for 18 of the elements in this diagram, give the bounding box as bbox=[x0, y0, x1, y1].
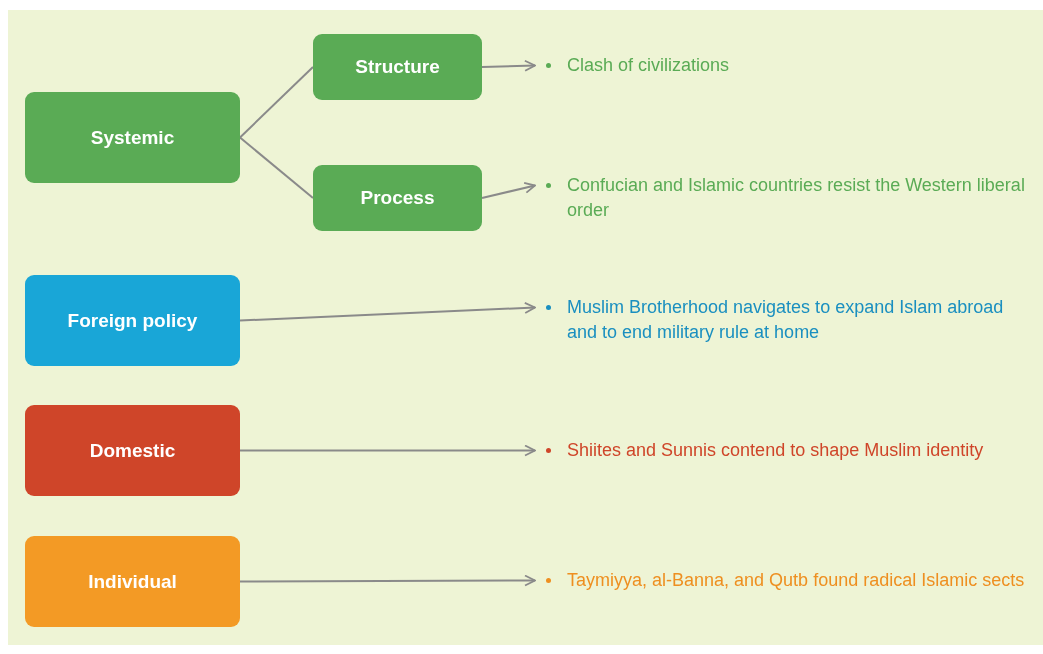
arrow bbox=[239, 302, 536, 322]
arrow bbox=[481, 182, 536, 199]
arrow bbox=[239, 574, 536, 587]
category-box: Systemic bbox=[25, 92, 240, 183]
category-box: Foreign policy bbox=[25, 275, 240, 366]
connector-line bbox=[239, 136, 314, 199]
item-text: Shiites and Sunnis contend to shape Muslim identity bbox=[567, 439, 984, 462]
item-text: Confucian and Islamic countries resist the Western liberal order bbox=[567, 174, 1026, 222]
arrow bbox=[239, 444, 536, 457]
item-text: Taymiyya, al-Banna, and Qutb found radical Islamic sects bbox=[567, 569, 1025, 592]
arrow bbox=[481, 59, 536, 72]
category-box: Domestic bbox=[25, 405, 240, 496]
category-box: Individual bbox=[25, 536, 240, 627]
connector-line bbox=[239, 66, 314, 139]
category-box: Process bbox=[313, 165, 482, 231]
item-text: Muslim Brotherhood navigates to expand Islam abroad and to end military rule at home bbox=[567, 296, 1005, 344]
item-text: Clash of civilizations bbox=[567, 54, 730, 77]
category-box: Structure bbox=[313, 34, 482, 100]
